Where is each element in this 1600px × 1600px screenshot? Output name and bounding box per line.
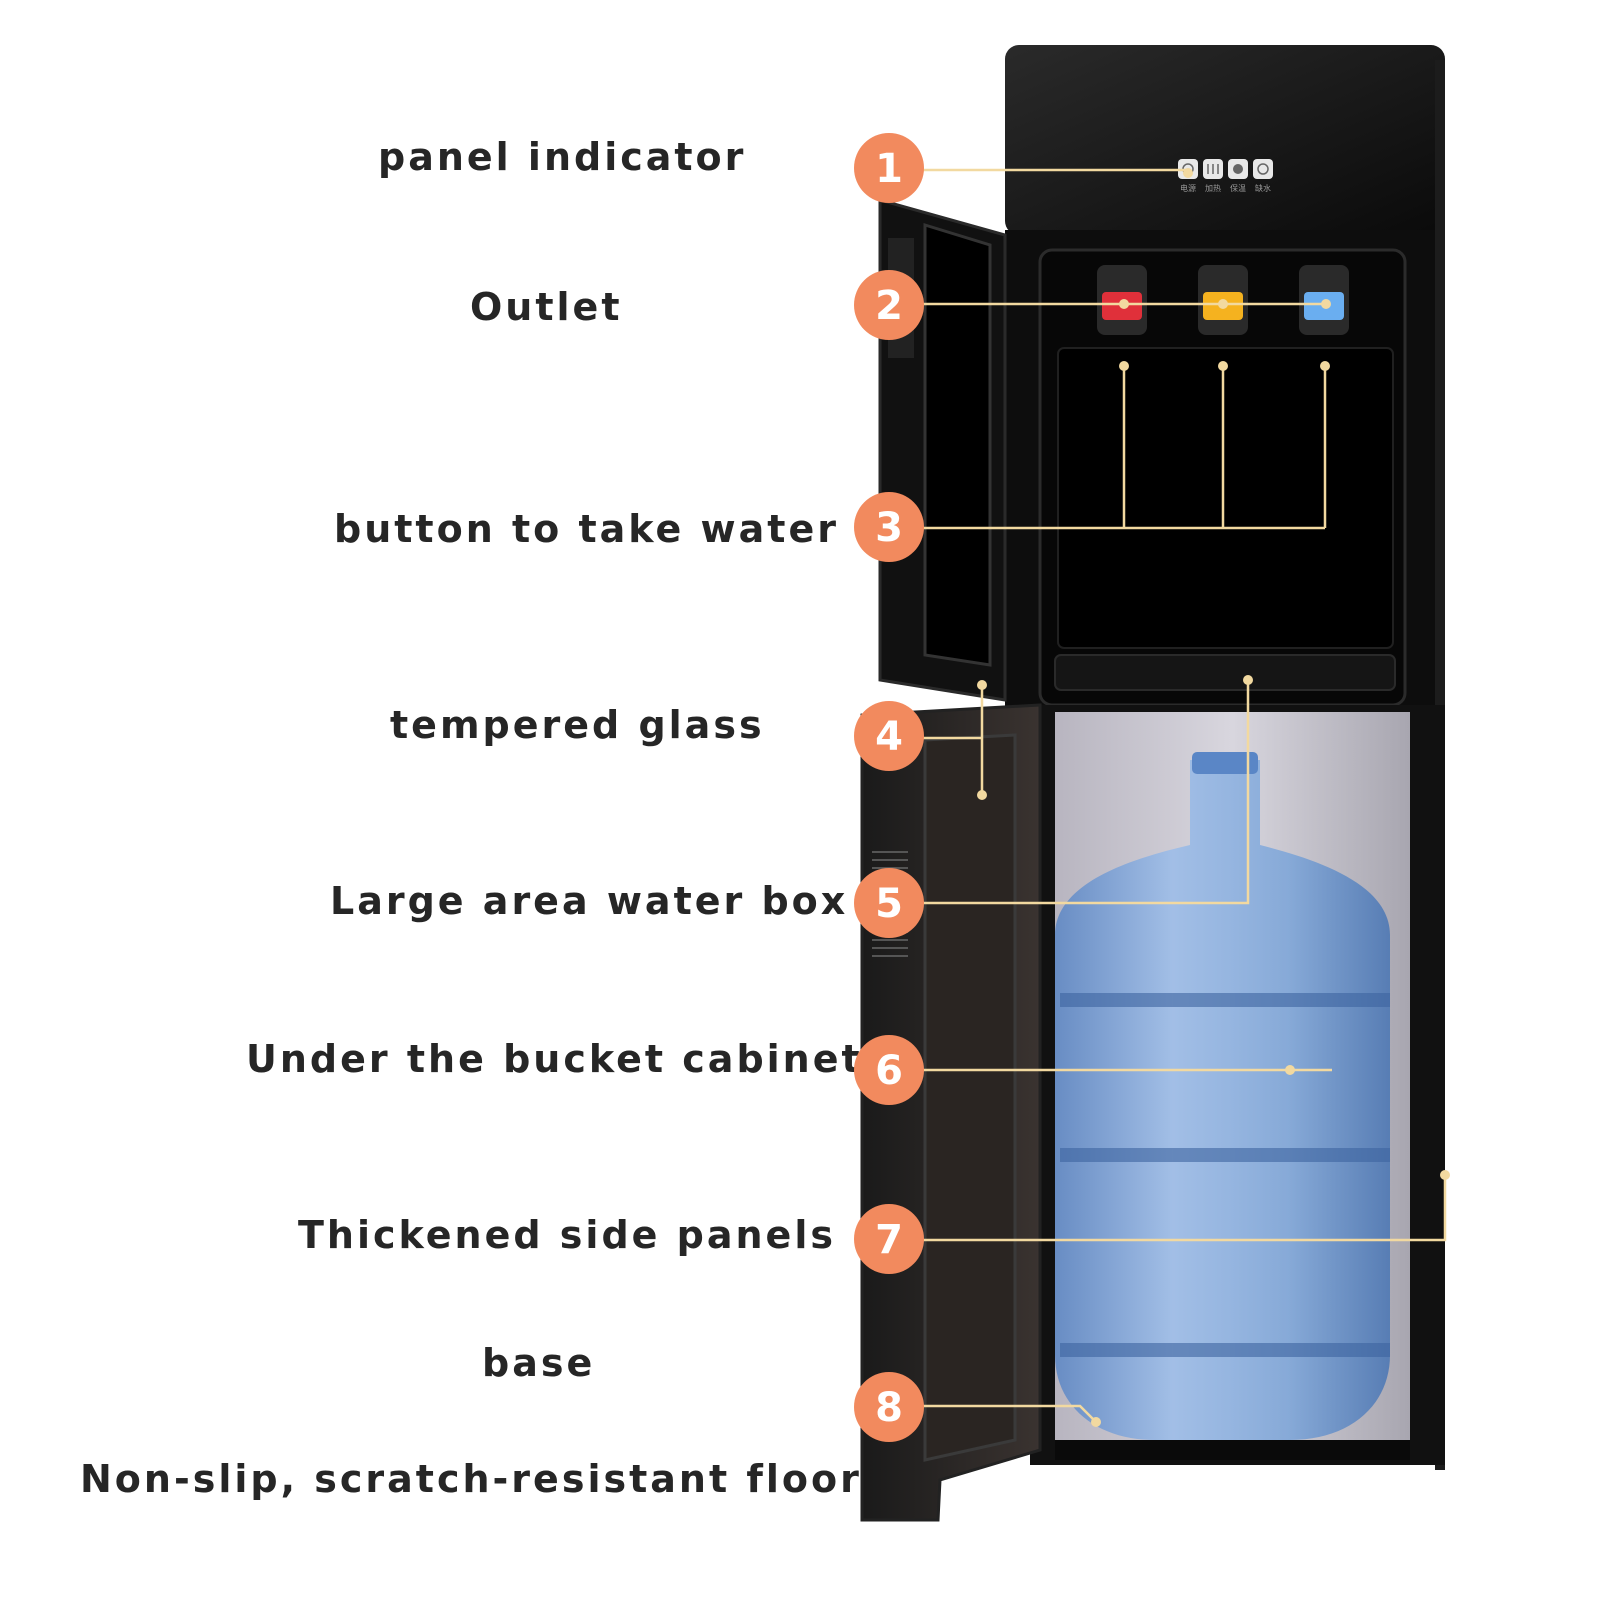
badge-8: 8 xyxy=(854,1372,924,1442)
label-non-slip-floors: Non-slip, scratch-resistant floors xyxy=(80,1457,888,1501)
keep-warm-caption: 保温 xyxy=(1230,183,1246,193)
label-panel-indicator: panel indicator xyxy=(378,135,747,179)
power-caption: 电源 xyxy=(1180,183,1196,193)
water-bottle xyxy=(1055,752,1390,1440)
leader-lines xyxy=(920,168,1447,1423)
svg-text:5: 5 xyxy=(875,881,903,927)
badge-6: 6 xyxy=(854,1035,924,1105)
label-tempered-glass: tempered glass xyxy=(390,703,765,747)
badge-3: 3 xyxy=(854,492,924,562)
leader-dots xyxy=(977,168,1450,1427)
water-shortage-icon[interactable] xyxy=(1253,159,1273,179)
svg-text:8: 8 xyxy=(875,1385,903,1431)
label-base: base xyxy=(482,1341,596,1385)
badge-4: 4 xyxy=(854,701,924,771)
badge-5: 5 xyxy=(854,868,924,938)
label-under-bucket-cabinet: Under the bucket cabinet xyxy=(246,1037,863,1081)
heat-caption: 加热 xyxy=(1205,183,1221,193)
svg-text:4: 4 xyxy=(875,714,903,760)
svg-text:3: 3 xyxy=(875,505,903,551)
water-shortage-caption: 缺水 xyxy=(1255,183,1271,193)
label-thickened-side-panels: Thickened side panels xyxy=(298,1213,836,1257)
svg-text:6: 6 xyxy=(875,1048,903,1094)
svg-text:2: 2 xyxy=(875,283,903,329)
badge-7: 7 xyxy=(854,1204,924,1274)
label-button-to-take-water: button to take water xyxy=(334,507,839,551)
label-outlet: Outlet xyxy=(470,285,623,329)
badge-1: 1 xyxy=(854,133,924,203)
label-large-area-water-box: Large area water box xyxy=(330,879,849,923)
badge-2: 2 xyxy=(854,270,924,340)
svg-text:7: 7 xyxy=(875,1217,903,1263)
svg-text:1: 1 xyxy=(875,146,903,192)
